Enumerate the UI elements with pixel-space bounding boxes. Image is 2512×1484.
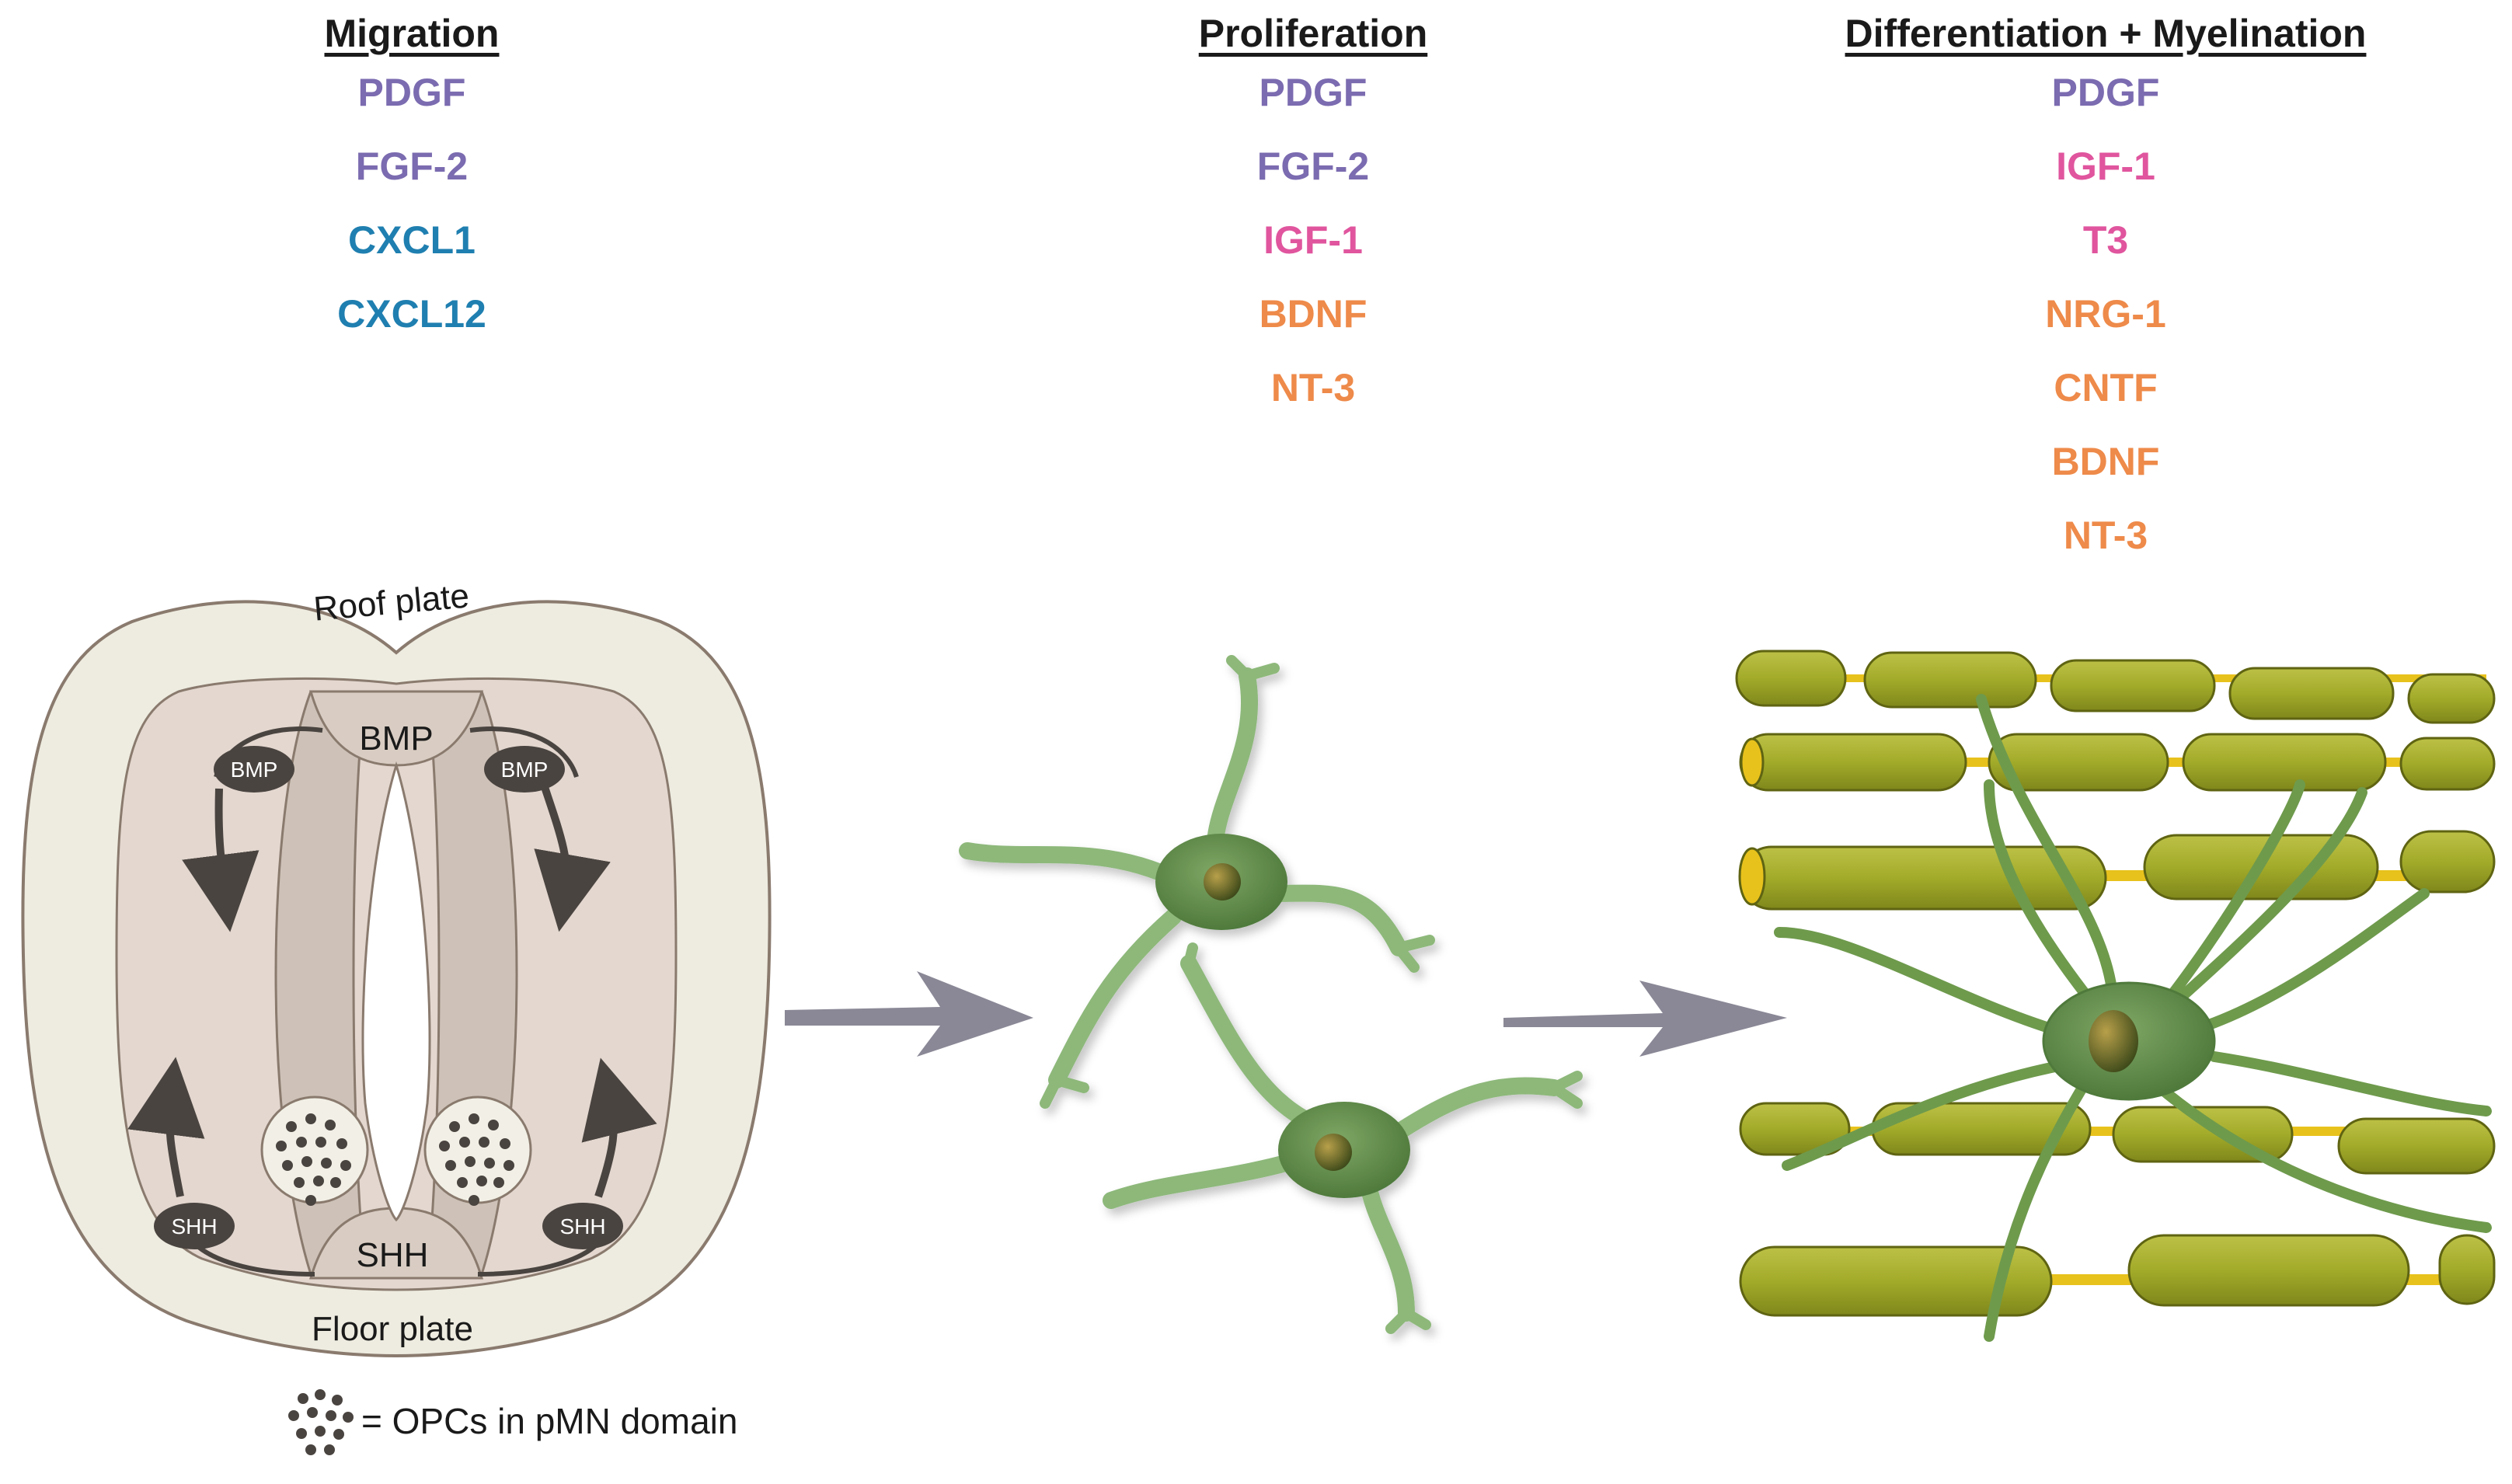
pmn-domain-right [423, 1096, 532, 1206]
migration-factor: FGF-2 [355, 145, 469, 188]
shh-arrow-right-up [581, 1057, 657, 1198]
proliferation-title: Proliferation [1198, 12, 1428, 55]
differentiation-factor: NRG-1 [2045, 292, 2166, 336]
migration-column: Migration PDGF FGF-2 CXCL1 CXCL12 [272, 0, 552, 351]
bmp-badge-right-label: BMP [501, 758, 549, 782]
migration-factor: PDGF [357, 71, 466, 114]
shh-badge-right-label: SHH [559, 1214, 605, 1238]
bmp-badge-right: BMP [484, 746, 565, 793]
differentiation-factor: CNTF [2054, 366, 2158, 409]
opc-cell-lower [1103, 942, 1583, 1334]
shh-badge-left: SHH [154, 1203, 235, 1249]
arrow-migration-to-proliferation [785, 971, 1033, 1057]
arrow-proliferation-to-differentiation [1503, 981, 1787, 1057]
differentiation-factor: IGF-1 [2056, 145, 2155, 188]
shh-badge-right: SHH [542, 1203, 623, 1249]
bmp-badge-left-label: BMP [231, 758, 278, 782]
bmp-arrow-right-down [534, 783, 611, 932]
spinal-cord-diagram: BMP BMP SHH SHH BMP SHH Floor plate Roof… [21, 577, 772, 1455]
oligodendrocyte [1774, 694, 2492, 1342]
central-canal [361, 761, 431, 1222]
migration-title: Migration [324, 12, 500, 55]
shh-center-label: SHH [357, 1236, 429, 1274]
bmp-arrow-left-down [182, 788, 260, 932]
differentiation-factor: BDNF [2051, 440, 2160, 483]
proliferation-factor: PDGF [1259, 71, 1367, 114]
myelinated-axons [1735, 650, 2496, 1317]
differentiation-factor: T3 [2082, 218, 2129, 262]
axon-row-5 [1739, 1234, 2496, 1317]
bmp-badge-left: BMP [214, 746, 294, 793]
proliferation-factor: NT-3 [1270, 366, 1356, 409]
proliferation-factor: FGF-2 [1256, 145, 1370, 188]
differentiation-factor: NT-3 [2063, 514, 2148, 557]
differentiation-factor: PDGF [2051, 71, 2160, 114]
opc-cell-upper [959, 655, 1435, 1109]
axon-row-3 [1738, 830, 2496, 911]
migration-factor: CXCL1 [348, 218, 476, 262]
proliferation-column: Proliferation PDGF FGF-2 IGF-1 BDNF NT-3 [1158, 0, 1469, 425]
differentiation-title: Differentiation + Myelination [1845, 12, 2367, 55]
opc-legend-dots [288, 1389, 354, 1455]
bmp-center-label: BMP [359, 719, 433, 758]
proliferation-factor: IGF-1 [1263, 218, 1363, 262]
pmn-domain-left [260, 1096, 369, 1206]
axon-row-1 [1735, 650, 2496, 724]
shh-arrow-left-up [127, 1057, 205, 1197]
opc-legend-label: = OPCs in pMN domain [361, 1401, 737, 1441]
shh-badge-left-label: SHH [171, 1214, 217, 1238]
proliferation-factor: BDNF [1259, 292, 1367, 336]
axon-row-2 [1739, 733, 2496, 792]
floor-plate-label: Floor plate [312, 1310, 473, 1348]
bmp-arrow-right [469, 726, 579, 778]
migration-factor: CXCL12 [337, 292, 486, 336]
differentiation-column: Differentiation + Myelination PDGF IGF-1… [1795, 0, 2416, 573]
